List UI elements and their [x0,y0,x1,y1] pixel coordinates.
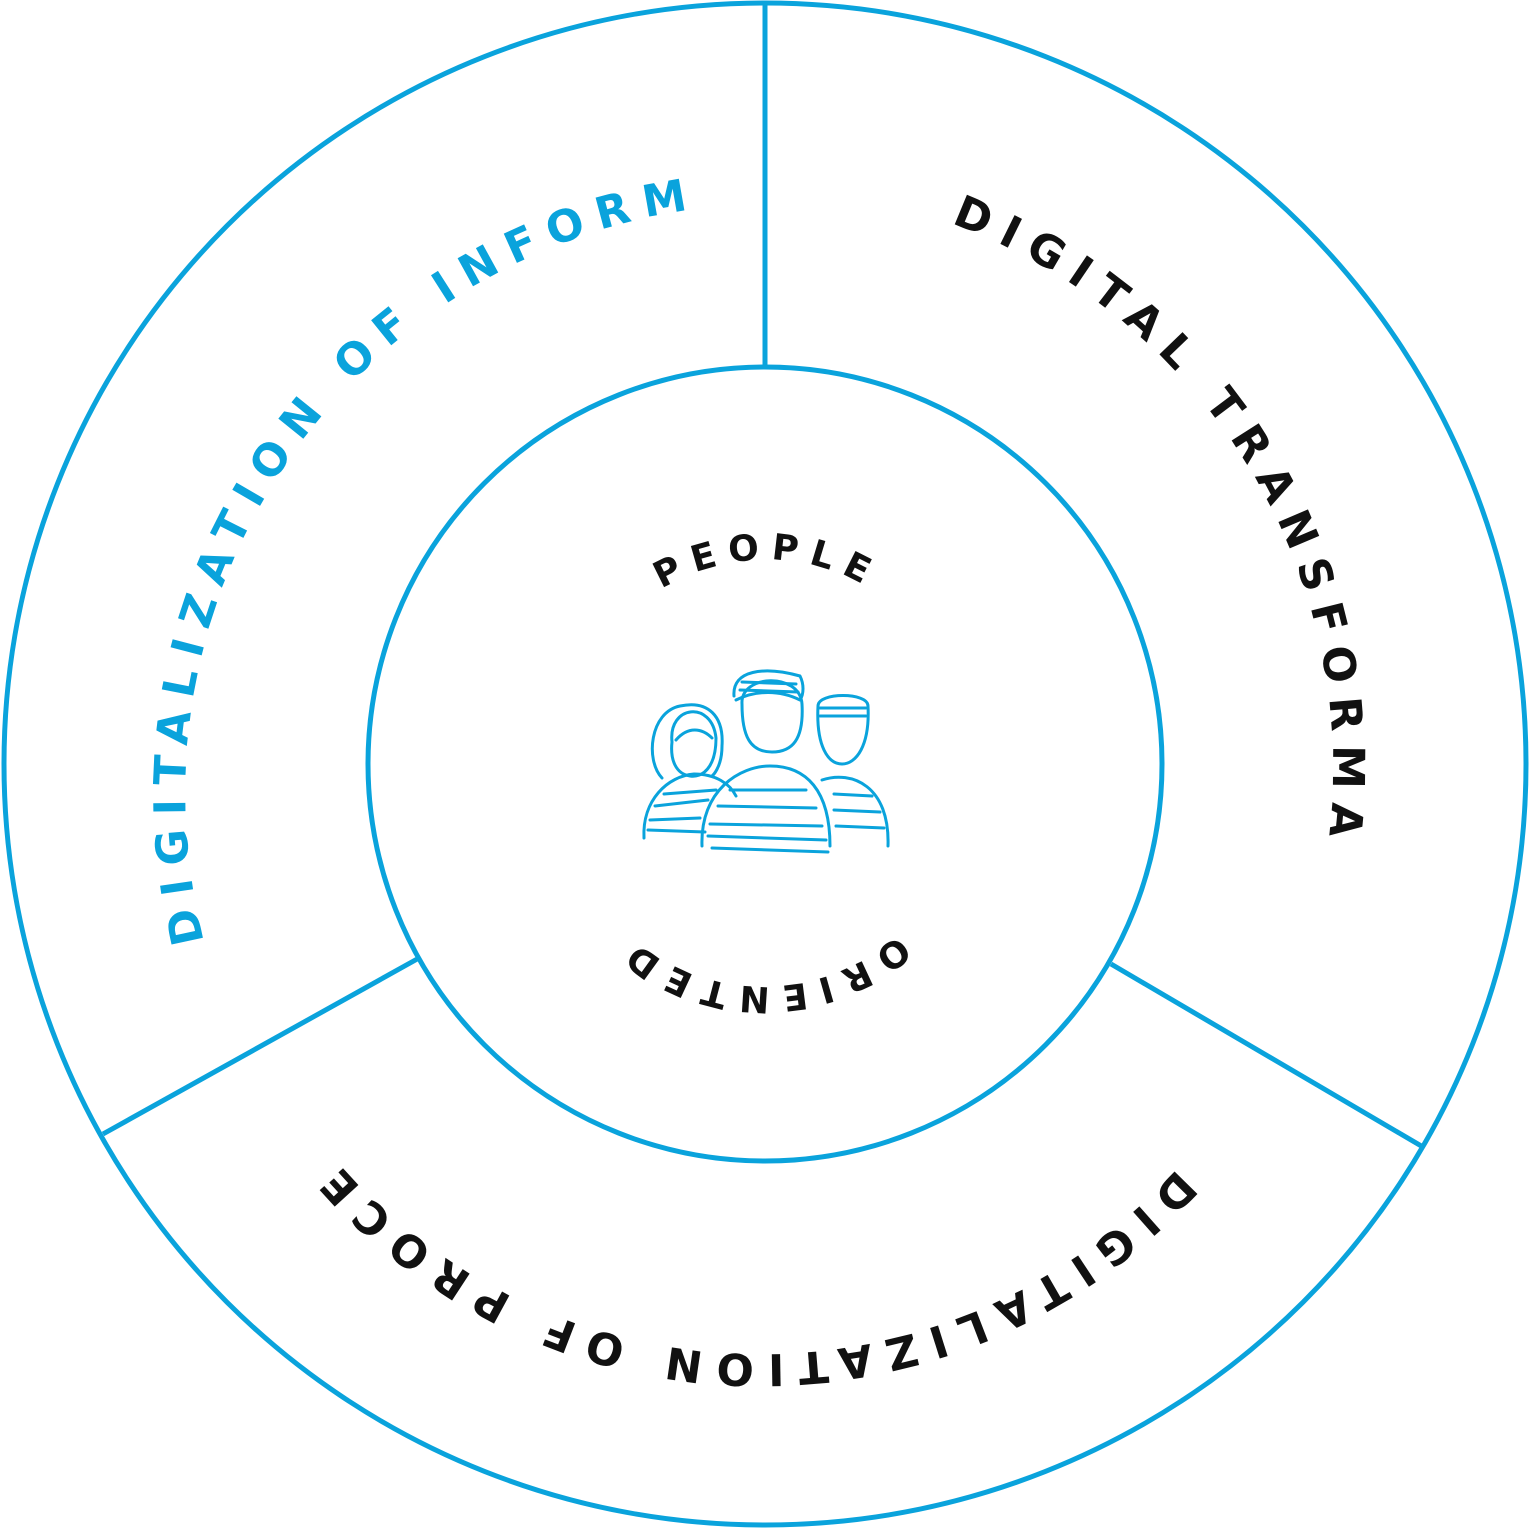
divider-lower-right [1109,961,1425,1150]
section-information-text: DIGITALIZATION OF INFORMATION [0,0,690,950]
right-person-head [816,694,870,766]
left-person-shade-1 [648,816,702,822]
left-person-shade-2 [646,828,707,834]
center-bottom-label: ORIENTED [610,928,917,1020]
left-person-shade-4 [662,788,718,796]
section-transformation-label: DIGITAL TRANSFORMATION [0,0,1373,849]
right-person-shade-2 [834,824,886,830]
inner-circle [365,364,1165,1164]
middle-person-shade-5 [710,846,830,854]
middle-person-shade-1 [708,822,824,828]
middle-person-shade-2 [706,834,828,842]
section-information-label: DIGITALIZATION OF INFORMATION [0,0,703,950]
center-top-label: PEOPLE [647,527,887,597]
middle-person-body [700,764,832,848]
center-bottom-text: ORIENTED [610,928,906,1020]
right-person-shade-1 [832,808,882,814]
middle-person-hair-shade-1 [740,680,798,686]
left-person-hair-stroke [674,728,714,742]
right-person-shade-3 [832,792,874,798]
middle-person-shade-3 [716,804,818,810]
left-person-shade-3 [653,798,710,808]
left-person-hair [650,703,724,780]
right-person-body [820,775,890,848]
middle-person-hair-shade-2 [738,688,800,694]
left-person-body [642,772,738,840]
middle-person-hair [732,669,805,702]
left-person-head [670,710,718,778]
section-transformation-text: DIGITAL TRANSFORMATION [0,0,1360,849]
people-group-icon [642,669,890,854]
center-top-text: PEOPLE [647,527,876,597]
divider-lower-left [101,955,421,1137]
